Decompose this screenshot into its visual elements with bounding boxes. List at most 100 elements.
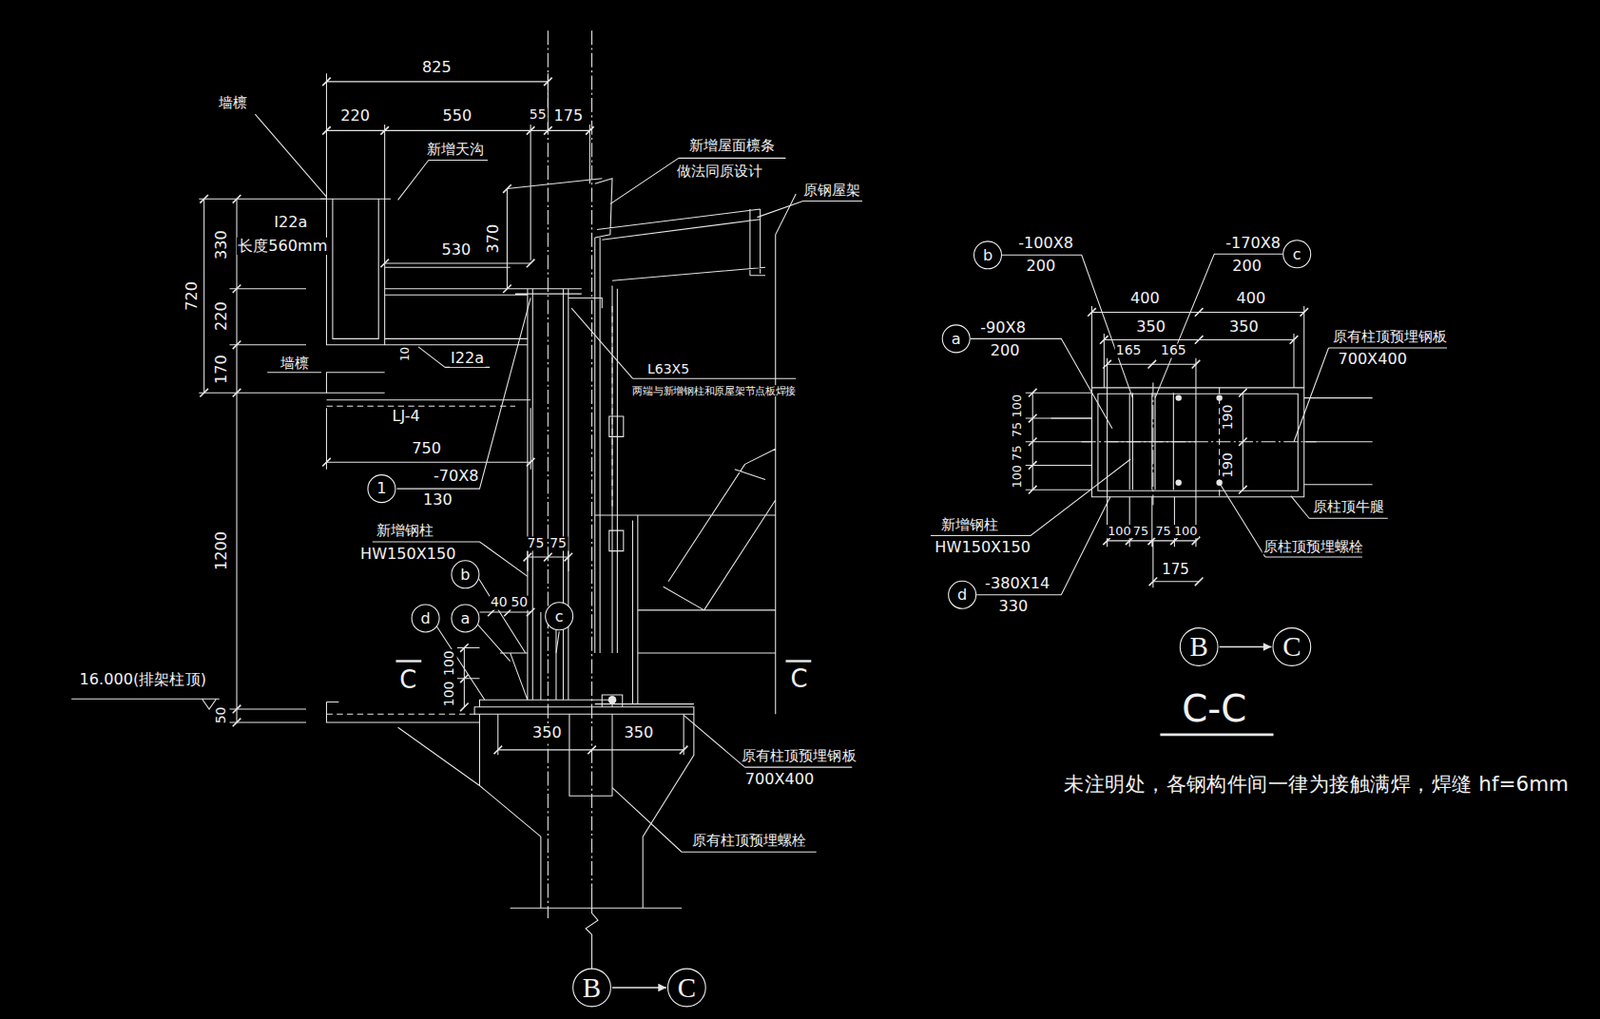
annotation: HW150X150 [359, 545, 458, 563]
dimension-text: 75 [1010, 421, 1024, 440]
annotation: -170X8 [1224, 234, 1282, 252]
dimension-text: 100 [443, 649, 458, 677]
annotation: 100 [1173, 524, 1199, 539]
dimension-text: 75 [1010, 443, 1024, 463]
annotation: 长度560mm [236, 237, 328, 255]
callout-circle: c [544, 601, 574, 631]
callout-circle: 1 [366, 474, 396, 503]
leader-lines [254, 114, 1447, 852]
annotation: 新增屋面檩条 [687, 137, 775, 155]
callout-circle: b [973, 240, 1003, 270]
annotation: C [398, 667, 418, 694]
annotation: 825 [421, 58, 453, 77]
annotation: 350 [622, 724, 655, 742]
annotation: 200 [1024, 257, 1057, 275]
bolt [1175, 394, 1181, 401]
callout-text: C [677, 974, 696, 1003]
callout-text: B [582, 974, 601, 1003]
callout-circle: C [667, 968, 707, 1008]
annotation: LJ-4 [391, 407, 422, 425]
dimension-text: 220 [212, 300, 231, 332]
annotation: 原钢屋架 [802, 182, 862, 199]
annotation: 原有柱顶预埋螺栓 [691, 832, 808, 849]
annotation: 75 [526, 536, 546, 551]
callout-text: 1 [376, 481, 386, 497]
callout-text: d [420, 610, 430, 626]
dimension-text: 10 [400, 346, 413, 363]
section-marks [395, 661, 1273, 735]
annotation: 550 [441, 108, 473, 126]
annotation: 墙檩 [217, 95, 249, 112]
callout-circle: d [947, 580, 977, 610]
annotation: -380X14 [983, 575, 1051, 593]
callout-text: d [957, 587, 967, 603]
annotation: 130 [422, 491, 454, 509]
annotation: 75 [548, 536, 568, 551]
annotation: 200 [1231, 257, 1263, 275]
callout-circle: B [1179, 627, 1219, 667]
callout-text: b [460, 566, 470, 582]
annotation: 原有柱顶预埋钢板 [740, 748, 857, 765]
callout-circle: a [450, 603, 480, 633]
annotation: 700X400 [744, 771, 816, 789]
annotation: 400 [1129, 289, 1161, 308]
annotation: L63X5 [646, 362, 691, 377]
annotation: 100 [1106, 524, 1133, 539]
bolt [1215, 479, 1222, 485]
callout-circle: b [450, 559, 480, 589]
annotation: 55 [528, 108, 548, 123]
dimension-text: 720 [183, 280, 201, 312]
bolt [1215, 394, 1222, 401]
annotation: 175 [552, 108, 584, 126]
annotation: 530 [440, 241, 472, 259]
annotation: 330 [997, 597, 1029, 616]
callout-text: c [1292, 246, 1302, 262]
annotation: 750 [410, 440, 443, 458]
annotation: 175 [1160, 561, 1191, 579]
dimension-text: 50 [213, 705, 229, 725]
dimension-text: 190 [1221, 451, 1236, 480]
annotation: 原有柱顶预埋钢板 [1331, 328, 1448, 346]
annotation: 200 [989, 342, 1022, 360]
callout-text: c [555, 608, 564, 624]
callout-text: a [951, 330, 962, 347]
annotation: 700X400 [1336, 350, 1408, 368]
callout-text: a [460, 610, 470, 626]
annotation: I22a [449, 349, 485, 367]
bolt [1175, 479, 1181, 485]
callout-circle: C [1272, 627, 1311, 667]
annotation: 未注明处，各钢构件间一律为接触满焊，焊缝 hf=6mm [1062, 772, 1570, 796]
annotation: 75 [1132, 524, 1151, 539]
annotation: 做法同原设计 [675, 163, 764, 180]
dimension-text: 100 [443, 679, 458, 708]
callout-text: B [1189, 633, 1208, 661]
annotation: 新增钢柱 [940, 518, 1000, 535]
annotation: -70X8 [432, 467, 481, 485]
annotation: 原柱顶预埋螺栓 [1262, 539, 1365, 556]
annotation: HW150X150 [933, 539, 1032, 558]
dimension-text: 170 [212, 353, 231, 386]
callout-circle: B [572, 968, 612, 1008]
bolt [608, 695, 617, 705]
dimension-text: 370 [484, 223, 502, 255]
annotation: 新增钢柱 [375, 522, 435, 540]
dimension-text: 190 [1221, 404, 1236, 432]
steel-members [71, 178, 1373, 970]
callout-text: b [983, 247, 993, 263]
annotation: 50 [509, 596, 529, 611]
annotation: 两端与新增钢柱和原屋架节点板焊接 [631, 385, 797, 397]
annotation: -100X8 [1017, 234, 1075, 252]
callout-circle: a [942, 324, 971, 353]
annotation: 原柱顶牛腿 [1311, 499, 1386, 516]
section-arrow [1219, 646, 1273, 648]
annotation: 400 [1234, 289, 1267, 308]
annotation: -90X8 [979, 319, 1027, 337]
callout-circle: c [1282, 239, 1311, 269]
annotation: C [789, 666, 809, 694]
callout-text: C [1282, 633, 1301, 661]
annotation: 新增天沟 [425, 142, 485, 159]
annotation: 墙檩 [279, 355, 310, 372]
annotation: C-C [1180, 689, 1248, 730]
annotation: I22a [272, 213, 309, 232]
dimension-text: 1200 [212, 530, 231, 572]
